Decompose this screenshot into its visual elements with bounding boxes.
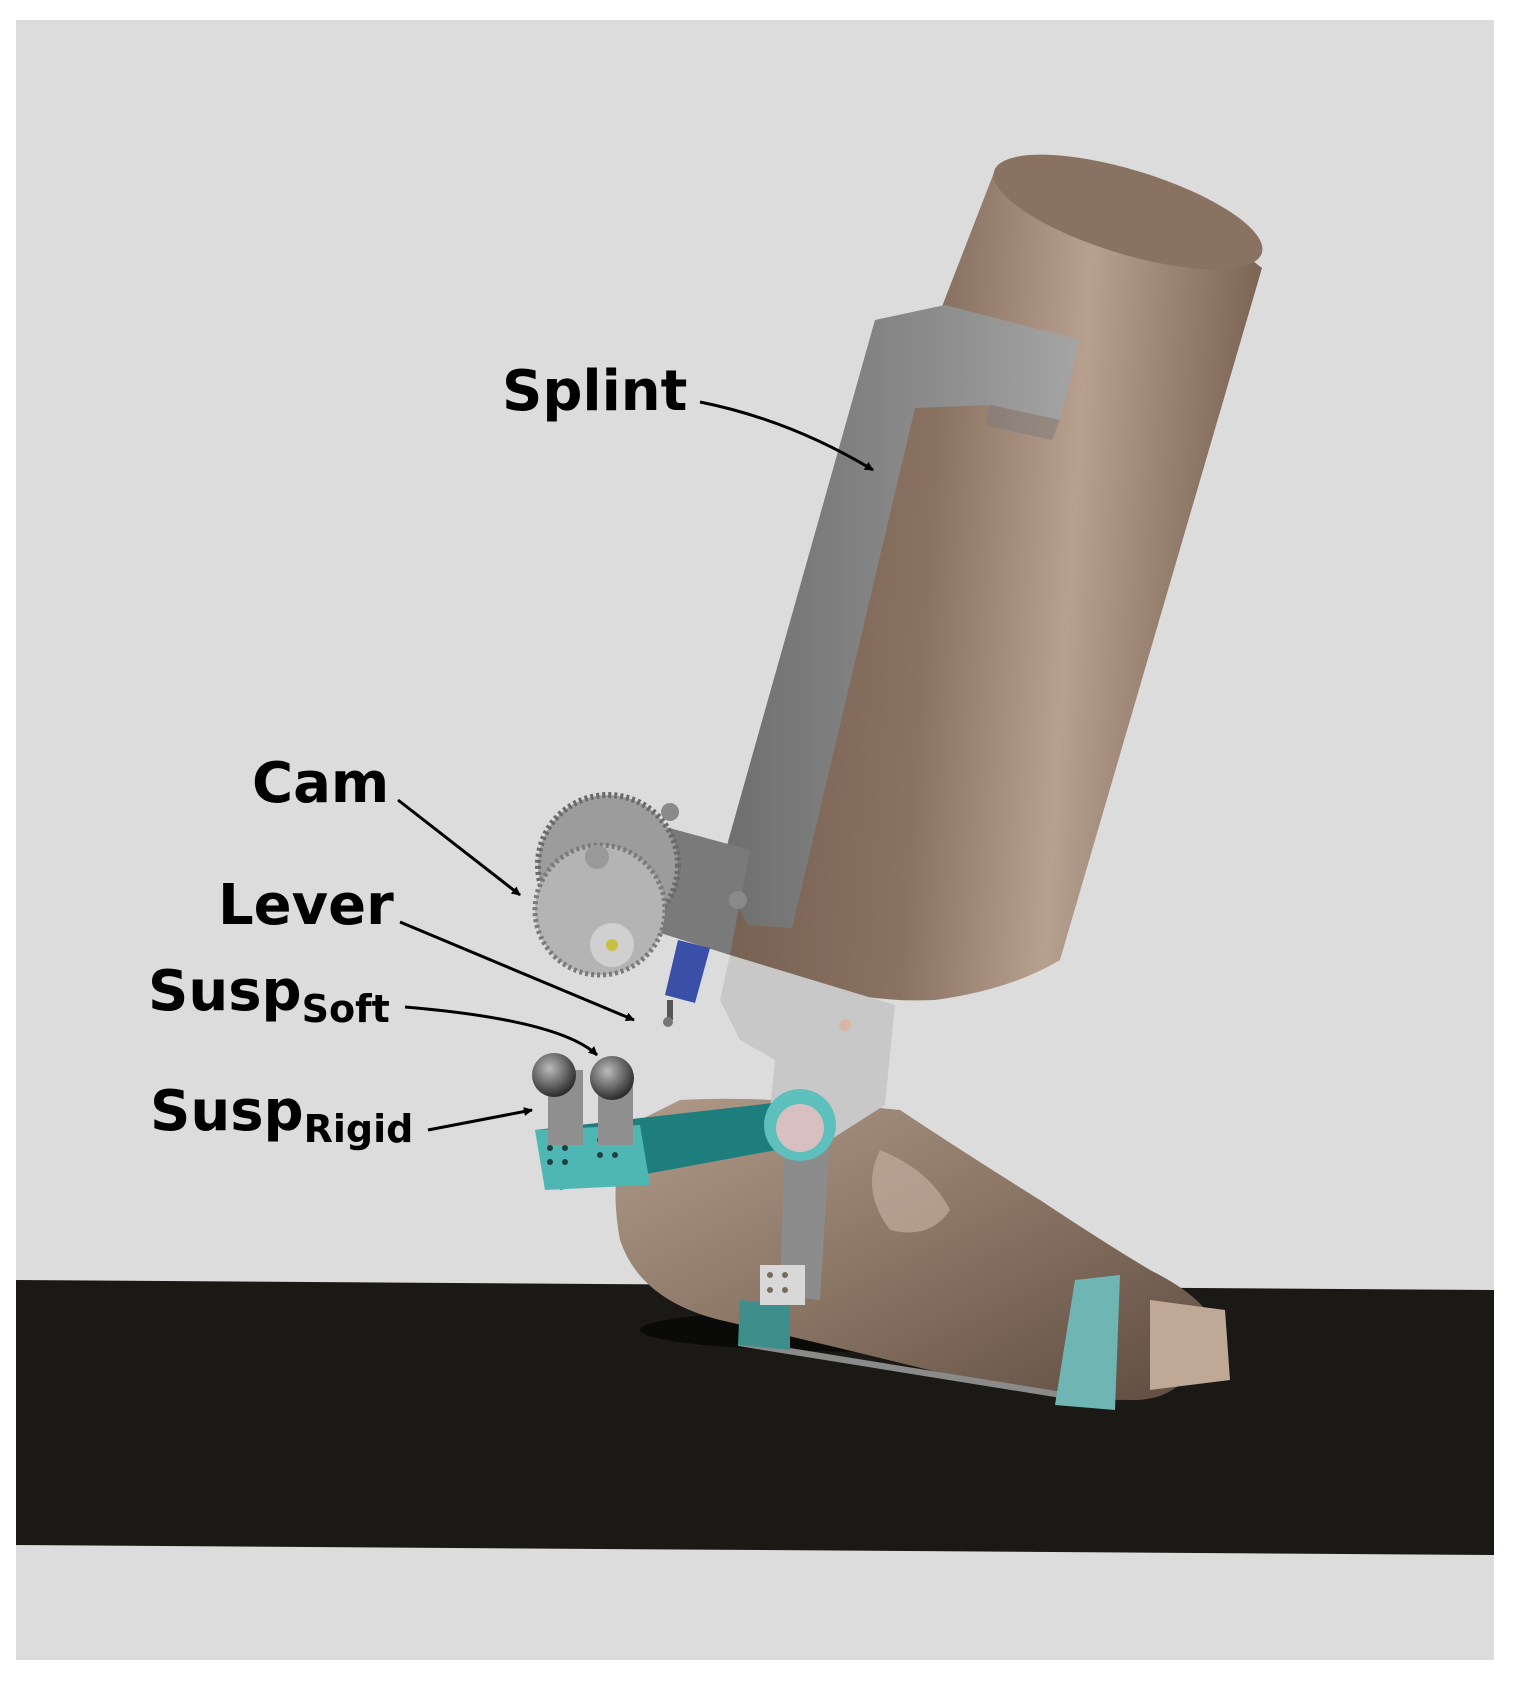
ankle-bracket: [720, 955, 895, 1305]
splint: [720, 305, 1080, 928]
susp-rigid-label-base: Susp: [150, 1079, 304, 1144]
splint-arrow: [699, 400, 874, 472]
lever-label: Lever: [218, 873, 394, 938]
lever-arrow: [399, 920, 635, 1022]
cam-label: Cam: [252, 751, 389, 816]
susp-soft-arrow: [404, 1005, 599, 1057]
susp-soft-label: SuspSoft: [148, 959, 390, 1031]
forefoot-strap: [1055, 1275, 1120, 1410]
heel-strap: [738, 1300, 790, 1350]
susp-soft-label-sub: Soft: [302, 987, 390, 1031]
rigid-suspension: [532, 1053, 634, 1145]
lever-actuator: [663, 940, 710, 1027]
susp-soft-label-base: Susp: [148, 959, 302, 1024]
splint-label: Splint: [502, 359, 687, 424]
cam-mechanism: [532, 792, 750, 978]
cam-arrow: [397, 798, 521, 897]
susp-rigid-label-sub: Rigid: [304, 1107, 414, 1151]
susp-rigid-arrow: [427, 1107, 533, 1132]
susp-rigid-label: SuspRigid: [150, 1079, 413, 1151]
leg-model: [700, 154, 1263, 1001]
